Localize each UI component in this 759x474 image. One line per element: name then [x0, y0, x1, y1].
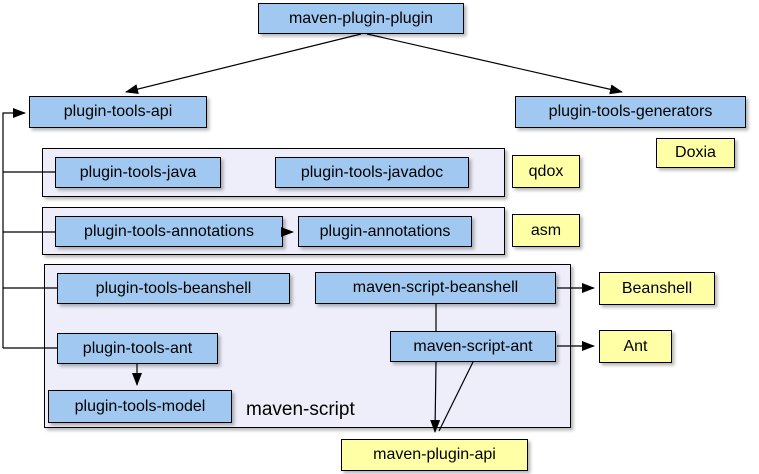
node-plugin-tools-api: plugin-tools-api	[29, 96, 207, 128]
node-maven-script-beanshell: maven-script-beanshell	[315, 272, 556, 304]
node-plugin-tools-ant: plugin-tools-ant	[57, 333, 218, 364]
node-maven-script-ant: maven-script-ant	[390, 331, 556, 362]
node-plugin-tools-annotations: plugin-tools-annotations	[55, 216, 283, 247]
node-ant: Ant	[599, 330, 672, 363]
node-doxia: Doxia	[656, 138, 735, 168]
node-qdox: qdox	[512, 155, 580, 188]
node-maven-plugin-api: maven-plugin-api	[341, 439, 528, 471]
node-maven-plugin-plugin: maven-plugin-plugin	[258, 3, 464, 34]
node-plugin-tools-generators: plugin-tools-generators	[515, 96, 746, 128]
node-plugin-tools-model: plugin-tools-model	[48, 390, 232, 423]
node-plugin-tools-javadoc: plugin-tools-javadoc	[275, 157, 469, 188]
node-beanshell: Beanshell	[599, 272, 715, 305]
node-plugin-annotations: plugin-annotations	[298, 216, 472, 247]
node-plugin-tools-beanshell: plugin-tools-beanshell	[57, 273, 290, 304]
node-plugin-tools-java: plugin-tools-java	[55, 157, 221, 188]
maven-script-group-label: maven-script	[246, 399, 355, 420]
node-asm: asm	[512, 214, 580, 247]
